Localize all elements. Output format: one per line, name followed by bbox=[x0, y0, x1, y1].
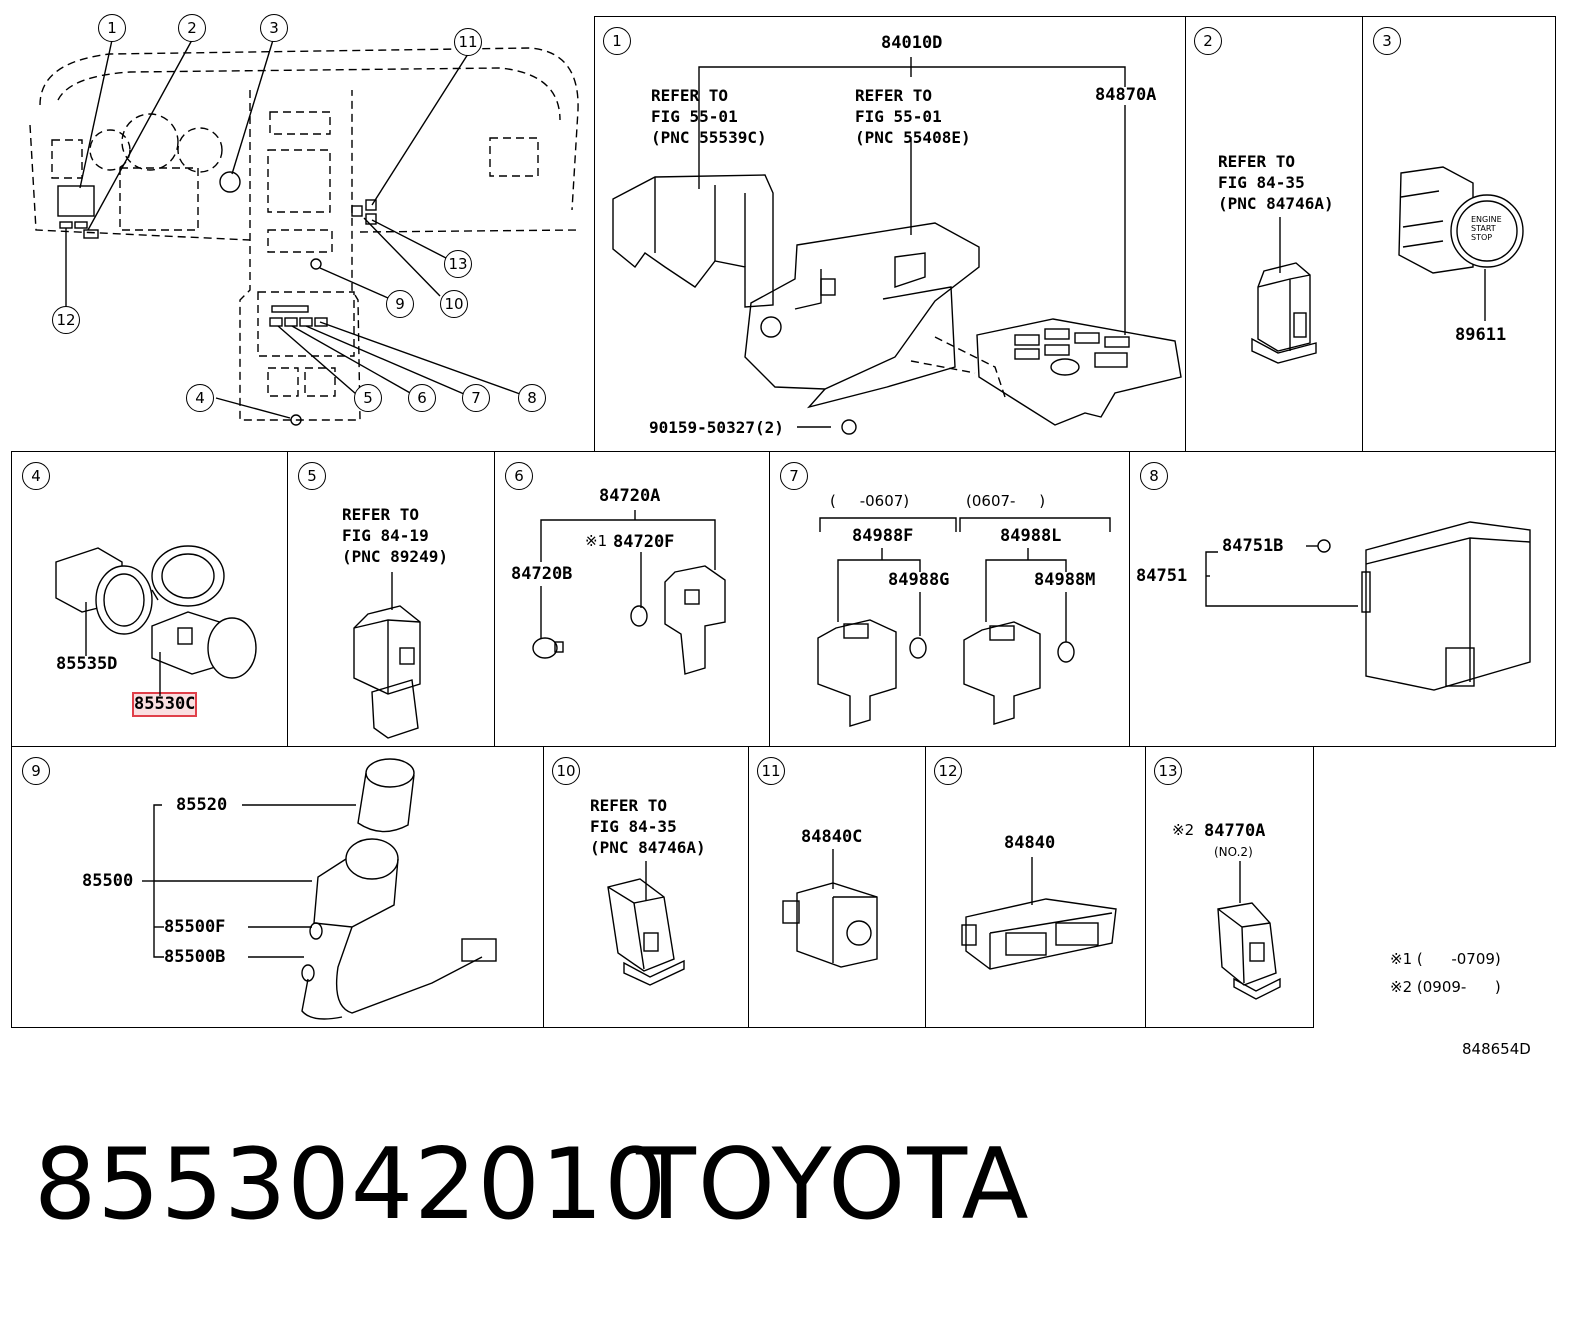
panel-13-number: 13 bbox=[1154, 757, 1182, 785]
ref-fig-84-35: REFER TO FIG 84-35 (PNC 84746A) bbox=[1218, 152, 1334, 213]
callout-2: 2 bbox=[178, 14, 206, 42]
switch-12-drawing bbox=[961, 857, 1117, 970]
drawing-id: 848654D bbox=[1462, 1040, 1531, 1058]
label-84840: 84840 bbox=[1004, 833, 1056, 853]
ref-fig-55-01-a: REFER TO FIG 55-01 (PNC 55539C) bbox=[651, 86, 767, 147]
panel-8-module: 8 84751B 84751 bbox=[1129, 451, 1556, 747]
console-box-drawing bbox=[612, 57, 1182, 435]
panel-2-number: 2 bbox=[1194, 27, 1222, 55]
engine-start-switch-drawing bbox=[1398, 166, 1524, 321]
panel-4-socket: 4 85535D 85530C bbox=[11, 451, 288, 747]
panel-9-cigarette-lighter: 9 85520 85500 85500F 85500B bbox=[11, 746, 544, 1028]
label-no-2: (NO.2) bbox=[1214, 845, 1253, 859]
range-left: ( -0607) bbox=[830, 492, 910, 510]
panel-4-number: 4 bbox=[22, 462, 50, 490]
switch-13-drawing bbox=[1217, 861, 1281, 1000]
panel-13-switch: 13 ※2 84770A (NO.2) bbox=[1145, 746, 1314, 1028]
ref-fig-84-19: REFER TO FIG 84-19 (PNC 89249) bbox=[342, 505, 448, 566]
panel-11-number: 11 bbox=[757, 757, 785, 785]
lighter-drawing bbox=[142, 758, 497, 1020]
panel-5-switch: 5 REFER TO FIG 84-19 (PNC 89249) bbox=[287, 451, 495, 747]
panel-7-switches: 7 ( -0607) (0607- ) 84988F 84988L 84988G… bbox=[769, 451, 1130, 747]
module-drawing bbox=[1205, 521, 1531, 691]
callout-13: 13 bbox=[444, 250, 472, 278]
callout-6: 6 bbox=[408, 384, 436, 412]
panel-12-switch: 12 84840 bbox=[925, 746, 1146, 1028]
socket-drawing bbox=[55, 545, 257, 696]
label-85520: 85520 bbox=[176, 795, 228, 815]
switch-7-drawing bbox=[817, 517, 1111, 727]
panel-3-start-switch: 3 89611 ENGINE START STOP bbox=[1362, 16, 1556, 452]
label-85530c: 85530C bbox=[131, 692, 198, 717]
engine-start-button-text: ENGINE START STOP bbox=[1471, 215, 1502, 242]
panel-8-number: 8 bbox=[1140, 462, 1168, 490]
label-84751b: 84751B bbox=[1222, 536, 1284, 556]
part-number-caption: 8553042010 bbox=[34, 1128, 668, 1242]
dashboard-overview: 1 2 3 11 12 13 10 9 5 6 7 8 4 bbox=[0, 0, 590, 450]
panel-1-console-box: 1 84010D REFER TO FIG 55-01 (PNC 55539C)… bbox=[594, 16, 1186, 452]
panel-10-switch: 10 REFER TO FIG 84-35 (PNC 84746A) bbox=[543, 746, 749, 1028]
switch-6-drawing bbox=[532, 510, 726, 675]
mark-2: ※2 bbox=[1172, 821, 1195, 839]
panel-12-number: 12 bbox=[934, 757, 962, 785]
panel-9-number: 9 bbox=[22, 757, 50, 785]
mark-1: ※1 bbox=[585, 532, 608, 550]
panel-3-number: 3 bbox=[1373, 27, 1401, 55]
label-84770a: 84770A bbox=[1204, 821, 1266, 841]
callout-12: 12 bbox=[52, 306, 80, 334]
callout-3: 3 bbox=[260, 14, 288, 42]
panel-5-number: 5 bbox=[298, 462, 326, 490]
callout-1: 1 bbox=[98, 14, 126, 42]
label-84988m: 84988M bbox=[1034, 570, 1096, 590]
panel-2-switch: 2 REFER TO FIG 84-35 (PNC 84746A) bbox=[1185, 16, 1363, 452]
label-85500b: 85500B bbox=[164, 947, 226, 967]
label-84988g: 84988G bbox=[888, 570, 950, 590]
label-84988f: 84988F bbox=[852, 526, 914, 546]
brand-caption: TOYOTA bbox=[636, 1128, 1031, 1242]
label-84840c: 84840C bbox=[801, 827, 863, 847]
label-90159-50327: 90159-50327(2) bbox=[649, 418, 784, 437]
ref-fig-84-35-b: REFER TO FIG 84-35 (PNC 84746A) bbox=[590, 796, 706, 857]
panel-6-switch: 6 84720A ※1 84720F 84720B bbox=[494, 451, 770, 747]
label-85535d: 85535D bbox=[56, 654, 118, 674]
callout-7: 7 bbox=[462, 384, 490, 412]
label-84010d: 84010D bbox=[881, 33, 943, 53]
label-85500f: 85500F bbox=[164, 917, 226, 937]
dashboard-outline-drawing bbox=[29, 39, 579, 426]
label-84720a: 84720A bbox=[599, 486, 661, 506]
callout-10: 10 bbox=[440, 290, 468, 318]
panel-10-number: 10 bbox=[552, 757, 580, 785]
switch-5-drawing bbox=[353, 572, 421, 739]
panel-7-number: 7 bbox=[780, 462, 808, 490]
footnote-2: ※2 (0909- ) bbox=[1390, 978, 1501, 996]
label-84720b: 84720B bbox=[511, 564, 573, 584]
label-84870a: 84870A bbox=[1095, 85, 1157, 105]
callout-9: 9 bbox=[386, 290, 414, 318]
label-84720f: 84720F bbox=[613, 532, 675, 552]
range-right: (0607- ) bbox=[966, 492, 1046, 510]
footnote-1: ※1 ( -0709) bbox=[1390, 950, 1501, 968]
callout-5: 5 bbox=[354, 384, 382, 412]
panel-11-switch: 11 84840C bbox=[748, 746, 926, 1028]
panel-6-number: 6 bbox=[505, 462, 533, 490]
label-84751: 84751 bbox=[1136, 566, 1188, 586]
switch-10-drawing bbox=[607, 861, 685, 986]
switch-11-drawing bbox=[782, 849, 878, 968]
label-85500: 85500 bbox=[82, 871, 134, 891]
callout-4: 4 bbox=[186, 384, 214, 412]
callout-11: 11 bbox=[454, 28, 482, 56]
callout-8: 8 bbox=[518, 384, 546, 412]
label-84988l: 84988L bbox=[1000, 526, 1062, 546]
label-89611: 89611 bbox=[1455, 325, 1507, 345]
ref-fig-55-01-b: REFER TO FIG 55-01 (PNC 55408E) bbox=[855, 86, 971, 147]
switch-drawing bbox=[1251, 217, 1317, 364]
panel-1-number: 1 bbox=[603, 27, 631, 55]
